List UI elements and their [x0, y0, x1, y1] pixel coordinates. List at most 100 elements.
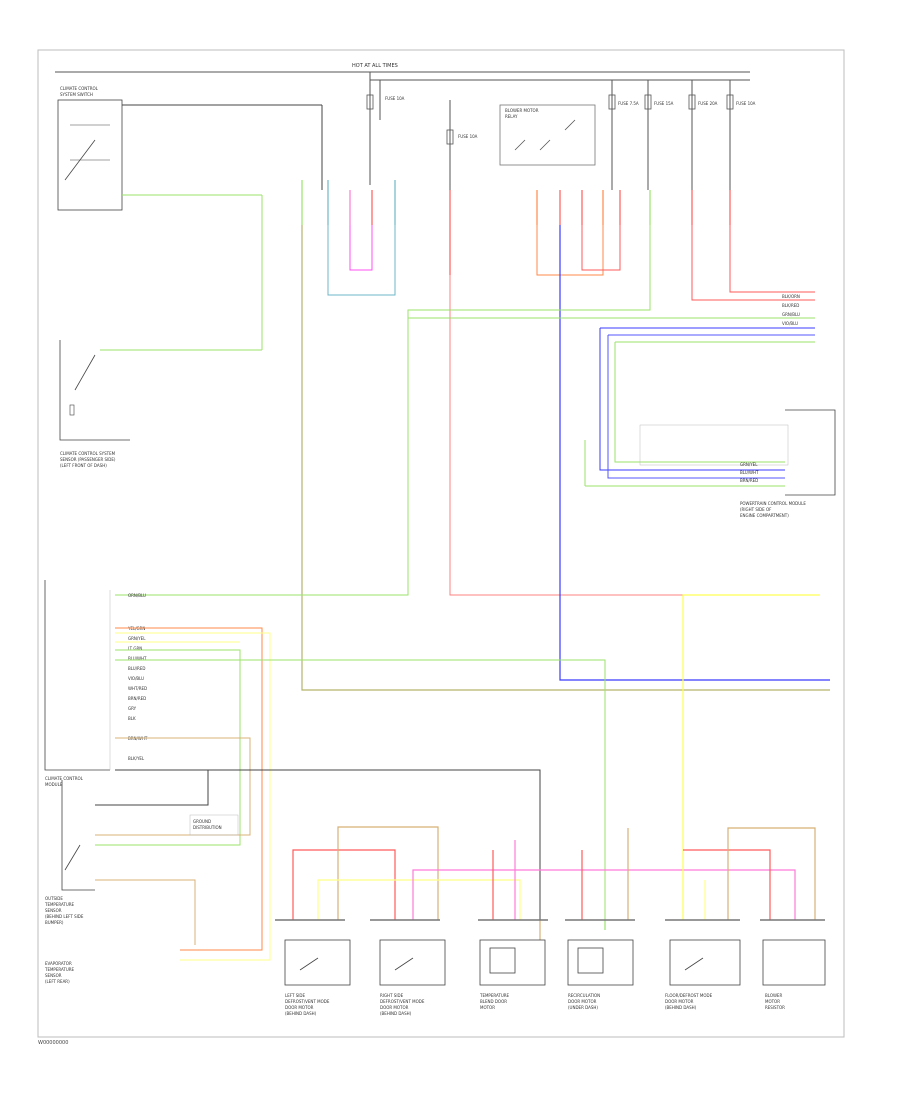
wire-red-long: [449, 275, 820, 596]
temperature-blend-door: TEMPERATURE BLEND DOOR MOTOR: [479, 939, 546, 1010]
svg-text:WHT/RED: WHT/RED: [128, 686, 147, 691]
svg-text:ORN/BLU: ORN/BLU: [128, 593, 146, 598]
fuse-4: FUSE 15A: [644, 94, 674, 110]
svg-text:GROUND: GROUND: [193, 819, 211, 824]
svg-text:BRN/RED: BRN/RED: [740, 478, 758, 483]
climate-control-switch-top: CLIMATE CONTROL SYSTEM SWITCH: [57, 86, 123, 211]
fuse-1: FUSE 10A: [366, 94, 405, 110]
svg-text:CLIMATE CONTROL SYSTEM: CLIMATE CONTROL SYSTEM: [60, 451, 116, 456]
svg-text:BLK/RED: BLK/RED: [782, 303, 799, 308]
wire-loop-teal: [327, 225, 396, 296]
svg-text:DEFROST/VENT MODE: DEFROST/VENT MODE: [285, 999, 330, 1004]
fuse-2: FUSE 10A: [446, 129, 478, 145]
svg-text:BLOWER: BLOWER: [765, 993, 782, 998]
blower-relay: BLOWER MOTOR RELAY: [499, 104, 596, 166]
ground-distribution: GROUND DISTRIBUTION: [189, 814, 239, 836]
svg-text:GRN/YEL: GRN/YEL: [128, 636, 146, 641]
svg-text:RELAY: RELAY: [505, 114, 518, 119]
svg-text:DOOR MOTOR: DOOR MOTOR: [568, 999, 597, 1004]
powertrain-control-module: POWERTRAIN CONTROL MODULE (RIGHT SIDE OF…: [639, 409, 836, 518]
svg-text:(BEHIND DASH): (BEHIND DASH): [285, 1011, 317, 1016]
svg-text:FUSE 7.5A: FUSE 7.5A: [618, 101, 639, 106]
wire-pcm-green: [115, 225, 651, 596]
svg-text:SENSOR (PASSENGER SIDE): SENSOR (PASSENGER SIDE): [60, 457, 116, 462]
svg-text:(LEFT FRONT OF DASH): (LEFT FRONT OF DASH): [60, 463, 107, 468]
svg-text:RIGHT SIDE: RIGHT SIDE: [380, 993, 404, 998]
wire-blue-long: [559, 225, 830, 681]
svg-text:MOTOR: MOTOR: [765, 999, 780, 1004]
svg-text:FUSE 20A: FUSE 20A: [698, 101, 718, 106]
climate-control-system-sensor: CLIMATE CONTROL SYSTEM SENSOR (PASSENGER…: [59, 340, 130, 468]
svg-text:BLEND DOOR: BLEND DOOR: [480, 999, 507, 1004]
wire-olive-long: [301, 225, 830, 691]
fuse-3: FUSE 7.5A: [608, 94, 639, 110]
outside-temp-sensor: OUTSIDE TEMPERATURE SENSOR (BEHIND LEFT …: [44, 780, 196, 945]
svg-text:RECIRCULATION: RECIRCULATION: [568, 993, 600, 998]
module-pin-labels: ORN/BLU YEL/GRN GRN/YEL LT GRN BLU/WHT B…: [127, 593, 148, 761]
svg-text:(LEFT REAR): (LEFT REAR): [45, 979, 70, 984]
svg-text:(BEHIND DASH): (BEHIND DASH): [665, 1005, 697, 1010]
svg-text:FLOOR/DEFROST MODE: FLOOR/DEFROST MODE: [665, 993, 713, 998]
svg-text:ENGINE COMPARTMENT): ENGINE COMPARTMENT): [740, 513, 789, 518]
svg-text:GRY: GRY: [128, 706, 137, 711]
power-bus: [55, 71, 750, 190]
svg-text:BRN/RED: BRN/RED: [128, 696, 146, 701]
svg-text:RESISTOR: RESISTOR: [765, 1005, 785, 1010]
svg-text:POWERTRAIN CONTROL MODULE: POWERTRAIN CONTROL MODULE: [740, 501, 806, 506]
wire-loop-pink: [349, 225, 373, 271]
power-label: HOT AT ALL TIMES: [352, 63, 398, 69]
svg-text:BLOWER MOTOR: BLOWER MOTOR: [505, 108, 539, 113]
svg-text:BLU/WHT: BLU/WHT: [128, 656, 147, 661]
svg-text:LEFT SIDE: LEFT SIDE: [285, 993, 306, 998]
wire-pcm-red-2: [729, 225, 815, 293]
wire-pcm-red-1: [691, 225, 815, 301]
svg-text:(RIGHT SIDE OF: (RIGHT SIDE OF: [740, 507, 772, 512]
svg-text:SYSTEM SWITCH: SYSTEM SWITCH: [60, 92, 93, 97]
svg-text:DOOR MOTOR: DOOR MOTOR: [285, 1005, 314, 1010]
diagram-frame: [37, 49, 845, 1038]
svg-text:FUSE 15A: FUSE 15A: [654, 101, 674, 106]
svg-text:BLU/WHT: BLU/WHT: [740, 470, 759, 475]
svg-text:BLK/YEL: BLK/YEL: [128, 756, 145, 761]
svg-text:(BEHIND DASH): (BEHIND DASH): [380, 1011, 412, 1016]
bottom-wiring: [292, 594, 820, 940]
svg-text:DOOR MOTOR: DOOR MOTOR: [665, 999, 694, 1004]
svg-text:FUSE 10A: FUSE 10A: [458, 134, 478, 139]
svg-text:BLU/RED: BLU/RED: [128, 666, 145, 671]
svg-text:CLIMATE CONTROL: CLIMATE CONTROL: [60, 86, 99, 91]
upper-connectors: [301, 180, 731, 275]
pcm-pin-labels: BLK/ORN BLK/RED GRN/BLU VIO/BLU: [782, 294, 800, 326]
svg-text:DISTRIBUTION: DISTRIBUTION: [193, 825, 222, 830]
svg-text:SENSOR: SENSOR: [45, 973, 62, 978]
svg-text:DOOR MOTOR: DOOR MOTOR: [380, 1005, 409, 1010]
fuse-group: FUSE 10A FUSE 10A FUSE 7.5A FUSE 15A FUS…: [366, 94, 756, 145]
svg-text:DEFROST/VENT MODE: DEFROST/VENT MODE: [380, 999, 425, 1004]
left-side-defrost-vent-door: LEFT SIDE DEFROST/VENT MODE DOOR MOTOR (…: [284, 939, 351, 1016]
fuse-5: FUSE 20A: [688, 94, 718, 110]
svg-text:FUSE 10A: FUSE 10A: [385, 96, 405, 101]
svg-text:MODULE: MODULE: [45, 782, 63, 787]
evaporator-temp-sensor: EVAPORATOR TEMPERATURE SENSOR (LEFT REAR…: [44, 961, 75, 984]
svg-text:TEMPERATURE: TEMPERATURE: [479, 993, 510, 998]
svg-text:(BEHIND LEFT SIDE: (BEHIND LEFT SIDE: [45, 914, 84, 919]
wire-green-b: [614, 341, 815, 463]
svg-text:GRN/BLU: GRN/BLU: [782, 312, 800, 317]
svg-text:TEMPERATURE: TEMPERATURE: [44, 967, 75, 972]
recirculation-door: RECIRCULATION DOOR MOTOR (UNDER DASH): [567, 939, 634, 1010]
svg-text:VIO/BLU: VIO/BLU: [782, 321, 798, 326]
svg-text:VIO/BLU: VIO/BLU: [128, 676, 144, 681]
svg-text:SENSOR: SENSOR: [45, 908, 62, 913]
svg-text:CLIMATE CONTROL: CLIMATE CONTROL: [45, 776, 84, 781]
floor-mode-door: FLOOR/DEFROST MODE DOOR MOTOR (BEHIND DA…: [665, 939, 741, 1010]
climate-control-module: CLIMATE CONTROL MODULE: [44, 580, 111, 787]
svg-text:FUSE 10A: FUSE 10A: [736, 101, 756, 106]
svg-text:BLK/ORN: BLK/ORN: [782, 294, 800, 299]
svg-text:GRN/YEL: GRN/YEL: [740, 462, 758, 467]
right-side-defrost-vent-door: RIGHT SIDE DEFROST/VENT MODE DOOR MOTOR …: [379, 939, 446, 1016]
svg-text:(UNDER DASH): (UNDER DASH): [568, 1005, 598, 1010]
wire-green-c: [584, 440, 785, 487]
svg-text:EVAPORATOR: EVAPORATOR: [45, 961, 72, 966]
wire-loop-red: [581, 225, 621, 271]
footer-code: W00000000: [38, 1040, 69, 1046]
